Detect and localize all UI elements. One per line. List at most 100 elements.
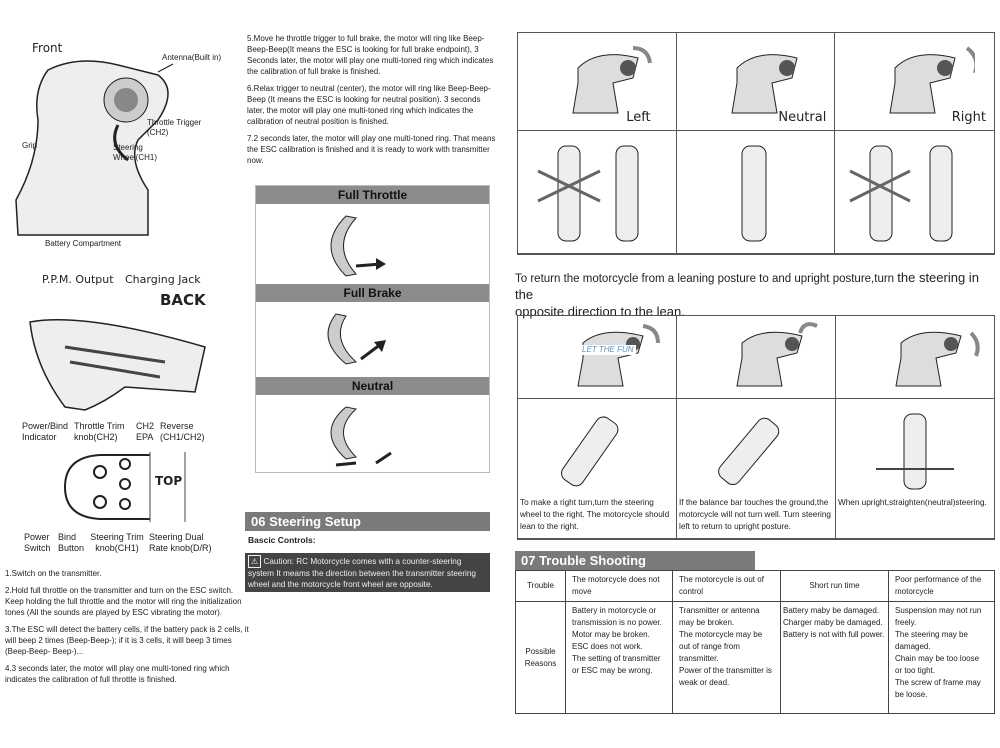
motorcycle-front-icon	[849, 145, 953, 242]
motorcycle-lean-right-icon	[561, 416, 619, 487]
troubleshooting-table: Trouble The motorcycle does not move The…	[515, 570, 995, 714]
label-ppm-output: P.P.M. Output	[42, 273, 114, 286]
reason: The motorcycle may be out of range from …	[679, 630, 763, 663]
reasons-poor-performance: Suspension may not run freely. The steeri…	[888, 601, 995, 714]
label-steering-wheel: Steering Wheel(CH1)	[113, 143, 158, 162]
transmitter-icon	[895, 331, 980, 387]
table-header-row: Trouble The motorcycle does not move The…	[515, 570, 995, 602]
motorcycle-front-icon	[537, 145, 639, 242]
lean-instructions: To return the motorcycle from a leaning …	[515, 270, 995, 321]
trigger-full-brake-illustration	[327, 313, 386, 365]
grid2-case-1: To make a right turn,turn the steering w…	[518, 399, 677, 539]
table-row: Possible Reasons Battery in motorcycle o…	[515, 601, 995, 714]
label-power-bind-indicator: Power/Bind Indicator	[22, 421, 69, 442]
reason: Suspension may not run freely.	[895, 606, 982, 627]
caption-right-turn: To make a right turn,turn the steering w…	[520, 498, 670, 531]
label-neutral: Neutral	[778, 110, 827, 125]
label-throttle-trigger: Throttle Trigger (CH2)	[147, 118, 202, 137]
grid2-transmitter-3	[836, 316, 994, 399]
reason: The steering may be damaged.	[895, 630, 968, 651]
label-bind-button: Bind Button	[58, 532, 85, 553]
step-1: 1.Switch on the transmitter.	[5, 569, 102, 578]
reasons-short-run-time: Battery maby be damaged. Charger maby be …	[780, 601, 889, 714]
caption-balance-bar: If the balance bar touches the ground,th…	[679, 498, 831, 531]
reason: Transmitter or antenna may be broken.	[679, 606, 760, 627]
label-grip: Grip	[22, 141, 38, 150]
left-steps: 1.Switch on the transmitter. 2.Hold full…	[5, 568, 250, 691]
grid1-neutral: Neutral	[676, 33, 836, 131]
reason: Power of the transmitter is weak or dead…	[679, 666, 772, 687]
step-2: 2.Hold full throttle on the transmitter …	[5, 586, 242, 617]
label-right: Right	[951, 110, 986, 125]
trigger-full-throttle-illustration	[330, 215, 386, 277]
section-06-header: 06 Steering Setup	[245, 512, 490, 531]
reason: Battery is not with full power.	[783, 630, 885, 639]
caption-upright: When upright,straighten(neutral)steering…	[838, 498, 987, 507]
reason: The setting of transmitter or ESC may be…	[572, 654, 661, 675]
middle-steps: 5.Move he throttle trigger to full brake…	[247, 33, 499, 172]
motorcycle-lean-icon	[718, 417, 780, 486]
warning-icon: ⚠	[248, 555, 262, 568]
grid1-right: Right	[835, 33, 994, 131]
label-charging-jack: Charging Jack	[125, 273, 201, 286]
lean-text-b: the steering in the	[515, 270, 979, 302]
grid1-left: Left	[518, 33, 677, 131]
header-out-of-control: The motorcycle is out of control	[672, 570, 781, 602]
section-07-header: 07 Trouble Shooting	[515, 551, 755, 570]
steering-grid-1: Left Neutral Right	[517, 32, 995, 255]
trigger-neutral-illustration	[330, 406, 392, 467]
reason: ESC does not work.	[572, 642, 643, 651]
label-throttle-trim: Throttle Trim knob(CH2)	[74, 421, 125, 442]
top-title: TOP	[155, 474, 183, 488]
step-4: 4.3 seconds later, the motor will play o…	[5, 664, 230, 684]
reasons-out-of-control: Transmitter or antenna may be broken. The…	[672, 601, 781, 714]
reason: Battery in motorcycle or transmission is…	[572, 606, 662, 627]
label-power-switch: Power Switch	[24, 532, 51, 553]
panel-neutral-title: Neutral	[256, 377, 489, 395]
header-trouble: Trouble	[515, 570, 566, 602]
label-antenna: Antenna(Built in)	[162, 53, 222, 62]
grid1-moto-right	[835, 131, 994, 254]
step-7: 7.2 seconds later, the motor will play o…	[247, 134, 496, 165]
transmitter-top-illustration	[63, 452, 186, 522]
step-6: 6.Relax trigger to neutral (center), the…	[247, 84, 491, 126]
header-short-run-time: Short run time	[780, 570, 889, 602]
reason: Motor may be broken.	[572, 630, 650, 639]
grid1-moto-neutral	[676, 131, 836, 254]
reason: Battery maby be damaged.	[783, 606, 880, 615]
transmitter-front-illustration	[15, 60, 174, 236]
transmitter-left-icon	[572, 46, 652, 114]
basic-controls-heading: Bascic Controls:	[248, 535, 316, 545]
reasons-does-not-move: Battery in motorcycle or transmission is…	[565, 601, 673, 714]
throttle-panels: Full Throttle Full Brake Neutral	[255, 185, 490, 473]
grid2-transmitter-2	[677, 316, 836, 399]
panel-full-throttle-title: Full Throttle	[256, 186, 489, 204]
step-5: 5.Move he throttle trigger to full brake…	[247, 34, 494, 76]
grid2-case-3: When upright,straighten(neutral)steering…	[836, 399, 994, 539]
transmitter-icon	[736, 322, 818, 387]
transmitter-neutral-icon	[731, 54, 798, 114]
step-3: 3.The ESC will detect the battery cells,…	[5, 625, 249, 656]
row-label-possible-reasons: Possible Reasons	[515, 601, 566, 714]
transmitter-icon	[577, 324, 660, 387]
label-steering-dual-rate: Steering Dual Rate knob(D/R)	[149, 532, 212, 553]
header-does-not-move: The motorcycle does not move	[565, 570, 673, 602]
grid2-transmitter-1	[518, 316, 677, 399]
transmitter-right-icon	[889, 46, 976, 114]
reason: The screw of frame may be loose.	[895, 678, 981, 699]
label-ch2-epa: CH2 EPA	[136, 421, 155, 442]
lean-text-a: To return the motorcycle from a leaning …	[515, 273, 898, 285]
reason: Charger maby be damaged.	[783, 618, 883, 627]
label-battery-compartment: Battery Compartment	[45, 239, 122, 248]
back-title: BACK	[160, 291, 206, 309]
grid2-case-2: If the balance bar touches the ground,th…	[677, 399, 836, 539]
label-left: Left	[626, 110, 651, 125]
watermark: LET THE FUN	[580, 345, 636, 355]
grid1-moto-left	[518, 131, 677, 254]
caution-box: ⚠ Caution: RC Motorcycle comes with a co…	[245, 553, 490, 592]
motorcycle-upright-icon	[876, 413, 954, 490]
transmitter-back-illustration	[29, 319, 206, 411]
header-poor-performance: Poor performance of the motorcycle	[888, 570, 995, 602]
motorcycle-front-icon	[741, 145, 767, 242]
panel-full-brake-title: Full Brake	[256, 284, 489, 302]
